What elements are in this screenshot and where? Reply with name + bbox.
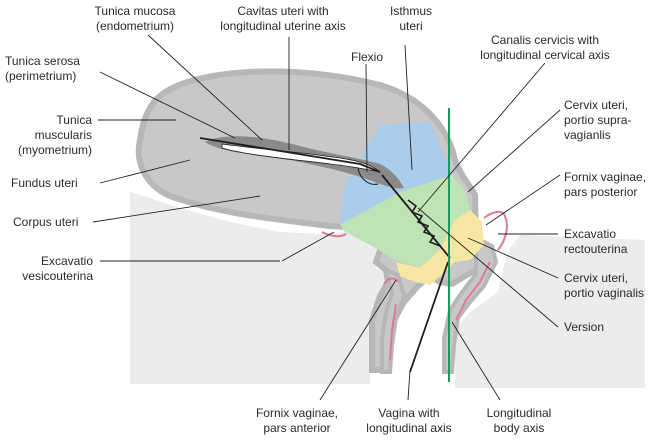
label-fornix-anterior-line-1: Fornix vaginae, <box>256 406 338 420</box>
label-isthmus-uteri-line-1: Isthmus <box>390 4 432 18</box>
longitudinal-vaginal-axis <box>409 261 449 373</box>
label-vagina-line-1: Vagina with <box>378 406 439 420</box>
label-cervix-supravaginalis-line-1: Cervix uteri, <box>564 98 628 112</box>
label-isthmus-uteri-line-2: uteri <box>399 19 422 33</box>
longitudinal-cervical-axis <box>381 174 451 259</box>
label-tunica-serosa: Tunica serosa(perimetrium) <box>5 54 80 83</box>
label-fornix-posterior-line-2: pars posterior <box>564 185 637 199</box>
longitudinal-uterine-axis <box>199 137 381 173</box>
serosa-vagina-posterior-line <box>455 261 491 321</box>
serosa-fornix-anterior-line <box>383 277 399 285</box>
label-vagina-line-2: longitudinal axis <box>366 421 451 435</box>
serosa-vagina-anterior-line <box>389 303 397 361</box>
label-cavitas-uteri-line-1: Cavitas uteri with <box>237 4 328 18</box>
label-fornix-anterior: Fornix vaginae,pars anterior <box>256 406 338 435</box>
label-cavitas-uteri-line-2: longitudinal uterine axis <box>220 19 345 33</box>
label-tunica-serosa-line-1: Tunica serosa <box>5 54 80 68</box>
label-version-line-1: Version <box>564 320 604 334</box>
vagina-posterior-wall <box>442 234 499 374</box>
serosa-anterior-line <box>321 231 347 238</box>
label-tunica-serosa-line-2: (perimetrium) <box>5 69 76 83</box>
flexio-angle-arc <box>357 167 379 185</box>
label-excavatio-rectouterina-line-1: Excavatio <box>564 227 616 241</box>
label-tunica-mucosa-line-1: Tunica mucosa <box>95 4 176 18</box>
label-cervix-vaginalis: Cervix uteri,portio vaginalis <box>564 271 644 300</box>
label-tunica-mucosa: Tunica mucosa(endometrium) <box>95 4 176 33</box>
label-corpus-uteri-line-1: Corpus uteri <box>13 215 78 229</box>
label-cervix-supravaginalis: Cervix uteri,portio supra-vagianlis <box>564 98 631 142</box>
label-fornix-posterior: Fornix vaginae,pars posterior <box>564 170 646 199</box>
portio-vaginalis-zone <box>396 210 484 285</box>
label-version: Version <box>564 320 604 334</box>
serosa-posterior-line <box>483 210 508 251</box>
label-canalis-cervicis-line-1: Canalis cervicis with <box>491 33 599 47</box>
label-tunica-muscularis-line-1: Tunica <box>56 113 92 127</box>
label-corpus-uteri: Corpus uteri <box>13 215 78 229</box>
leader-lines <box>92 34 561 401</box>
label-tunica-muscularis-line-2: muscularis <box>35 128 92 142</box>
label-fornix-anterior-line-2: pars anterior <box>263 421 330 435</box>
label-cervix-vaginalis-line-1: Cervix uteri, <box>564 271 628 285</box>
isthmus-zone <box>340 122 452 225</box>
label-cervix-supravaginalis-line-3: vagianlis <box>564 128 611 142</box>
label-tunica-mucosa-line-2: (endometrium) <box>96 19 174 33</box>
label-fornix-posterior-line-1: Fornix vaginae, <box>564 170 646 184</box>
label-canalis-cervicis-line-2: longitudinal cervical axis <box>480 48 609 62</box>
label-cervix-vaginalis-line-2: portio vaginalis <box>564 286 644 300</box>
label-excavatio-rectouterina-line-2: rectouterina <box>564 242 628 256</box>
label-excavatio-vesicouterina-line-1: Excavatio <box>41 254 93 268</box>
label-cervix-supravaginalis-line-2: portio supra- <box>564 113 631 127</box>
label-tunica-muscularis-line-3: (myometrium) <box>18 143 92 157</box>
label-longitudinal-body-axis-line-1: Longitudinal <box>487 406 552 420</box>
label-fundus-uteri-line-1: Fundus uteri <box>11 176 78 190</box>
label-longitudinal-body-axis-line-2: body axis <box>494 421 545 435</box>
label-excavatio-vesicouterina-line-2: vesicouterina <box>22 269 93 283</box>
label-flexio-line-1: Flexio <box>351 50 383 64</box>
label-flexio: Flexio <box>351 50 383 64</box>
label-fundus-uteri: Fundus uteri <box>11 176 78 190</box>
